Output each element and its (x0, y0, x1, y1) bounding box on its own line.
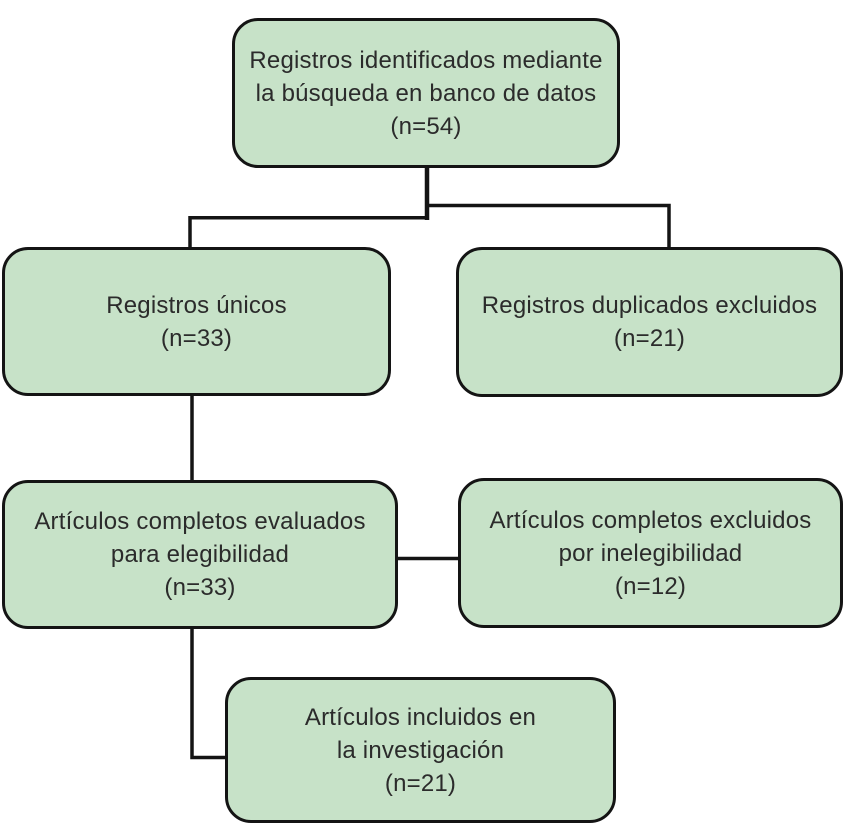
node-duplicates-excluded: Registros duplicados excluidos (n=21) (456, 247, 843, 397)
node-text-line: Artículos completos excluidos (489, 506, 812, 534)
node-text-line: para elegibilidad (110, 541, 290, 568)
connector-evaluated-to-included (190, 628, 227, 760)
node-text-line: la investigación (336, 736, 505, 764)
node-count: (n=21) (384, 769, 457, 797)
node-text-line: la búsqueda en banco de datos (255, 79, 597, 107)
connector-identified-to-unique (188, 216, 429, 250)
node-count: (n=33) (164, 574, 236, 601)
node-text-line: por inelegibilidad (558, 539, 743, 567)
node-text-line: Artículos incluidos en (304, 703, 537, 731)
node-text-line: Registros duplicados excluidos (481, 292, 818, 319)
node-articles-excluded: Artículos completos excluidos por ineleg… (458, 478, 843, 628)
connector-identified-to-duplicates (427, 203, 671, 250)
node-count: (n=33) (160, 324, 233, 352)
node-text-line: Registros únicos (106, 291, 287, 319)
node-count: (n=21) (613, 325, 686, 352)
node-text-line: Registros identificados mediante (249, 46, 603, 74)
node-articles-included: Artículos incluidos en la investigación … (225, 677, 616, 823)
node-count: (n=54) (390, 112, 462, 140)
node-articles-evaluated: Artículos completos evaluados para elegi… (2, 480, 398, 629)
node-records-identified: Registros identificados mediante la búsq… (232, 18, 620, 168)
node-count: (n=12) (614, 572, 687, 600)
node-text-line: Artículos completos evaluados (34, 508, 366, 535)
node-records-unique: Registros únicos (n=33) (2, 247, 391, 396)
